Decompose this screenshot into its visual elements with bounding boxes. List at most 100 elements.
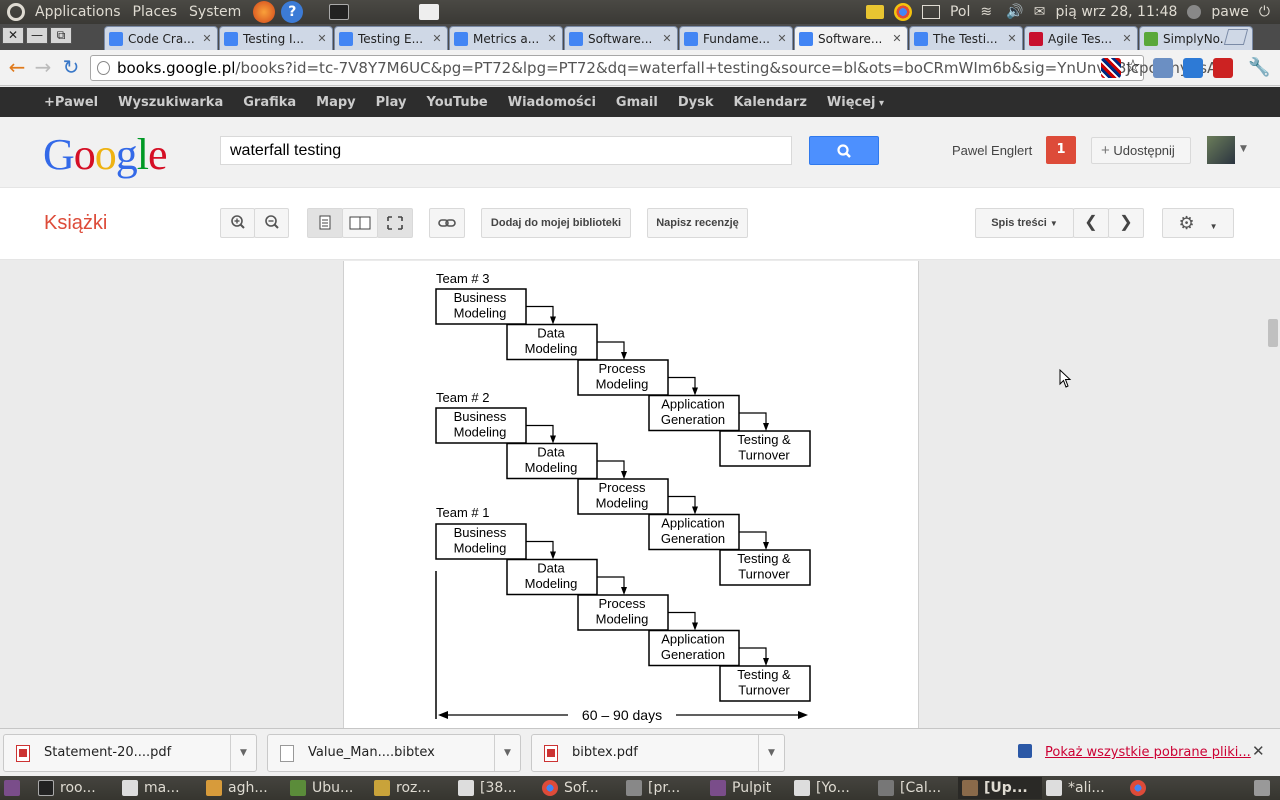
taskbar-item[interactable]: [38... — [454, 777, 538, 799]
extension-x-icon[interactable] — [1183, 58, 1203, 78]
tab-close-icon[interactable]: ✕ — [1122, 32, 1132, 45]
browser-tab[interactable]: Testing I...✕ — [219, 26, 333, 50]
tab-close-icon[interactable]: ✕ — [1007, 32, 1017, 45]
wrench-icon[interactable]: 🔧 — [1248, 57, 1271, 78]
volume-icon[interactable]: 🔊 — [1006, 4, 1024, 20]
extension-book-icon[interactable] — [1213, 58, 1233, 78]
fullscreen-button[interactable] — [377, 208, 413, 238]
search-button[interactable] — [809, 136, 879, 165]
google-logo[interactable]: Google — [43, 129, 168, 180]
taskbar-item[interactable]: Sof... — [538, 777, 622, 799]
zoom-in-button[interactable] — [220, 208, 255, 238]
folder-tray-icon[interactable] — [865, 5, 884, 19]
account-name[interactable]: Pawel Englert — [952, 143, 1033, 158]
taskbar-item[interactable]: roo... — [34, 777, 118, 799]
taskbar-item[interactable]: [Cal... — [874, 777, 958, 799]
next-page-button[interactable]: ❯ — [1108, 208, 1144, 238]
window-close-button[interactable]: ✕ — [2, 27, 24, 44]
tab-close-icon[interactable]: ✕ — [662, 32, 672, 45]
window-minimize-button[interactable]: — — [26, 27, 48, 44]
taskbar-item[interactable]: roz... — [370, 777, 454, 799]
share-button[interactable]: + Udostępnij — [1091, 137, 1191, 164]
download-item[interactable]: Value_Man....bibtex ▼ — [267, 734, 521, 772]
table-of-contents-button[interactable]: Spis treści ▼ — [975, 208, 1074, 238]
gbar-link-gmail[interactable]: Gmail — [615, 94, 658, 110]
gbar-link-maps[interactable]: Mapy — [316, 94, 356, 110]
link-button[interactable] — [429, 208, 465, 238]
books-title[interactable]: Książki — [44, 212, 108, 234]
gbar-link-news[interactable]: Wiadomości — [507, 94, 596, 110]
chevron-down-icon[interactable]: ▼ — [494, 735, 520, 771]
gbar-link-search[interactable]: Wyszukiwarka — [118, 94, 224, 110]
extension-badge-icon[interactable] — [1153, 58, 1173, 78]
help-icon[interactable]: ? — [281, 1, 304, 23]
taskbar-item[interactable] — [1126, 777, 1160, 799]
gbar-link-play[interactable]: Play — [375, 94, 407, 110]
taskbar-item[interactable]: [Up... — [958, 777, 1042, 799]
browser-tab[interactable]: Software...✕ — [564, 26, 678, 50]
keyboard-icon[interactable] — [921, 5, 940, 19]
chrome-tray-icon[interactable] — [893, 3, 912, 21]
add-to-library-button[interactable]: Dodaj do mojej biblioteki — [481, 208, 631, 238]
gbar-link-drive[interactable]: Dysk — [677, 94, 714, 110]
clock[interactable]: pią wrz 28, 11:48 — [1055, 4, 1178, 20]
chevron-down-icon[interactable]: ▼ — [758, 735, 784, 771]
taskbar-item[interactable]: agh... — [202, 777, 286, 799]
menu-places[interactable]: Places — [132, 4, 178, 20]
previous-page-button[interactable]: ❮ — [1073, 208, 1109, 238]
menu-system[interactable]: System — [189, 4, 242, 20]
two-page-view-button[interactable] — [342, 208, 378, 238]
menu-applications[interactable]: Applications — [35, 4, 121, 20]
taskbar-item[interactable]: Ubu... — [286, 777, 370, 799]
browser-tab[interactable]: Software...✕ — [794, 26, 908, 50]
chevron-down-icon[interactable]: ▼ — [230, 735, 256, 771]
forward-icon[interactable]: → — [34, 55, 52, 79]
chevron-down-icon[interactable]: ▼ — [1240, 144, 1247, 154]
search-input[interactable] — [220, 136, 792, 165]
wifi-icon[interactable]: ≋ — [980, 4, 993, 20]
power-icon[interactable]: ⏻ — [1258, 4, 1270, 20]
scrollbar[interactable] — [1266, 261, 1280, 728]
back-icon[interactable]: ← — [8, 55, 26, 79]
tab-close-icon[interactable]: ✕ — [547, 32, 557, 45]
single-page-view-button[interactable] — [307, 208, 343, 238]
gbar-link-plus[interactable]: +Pawel — [44, 94, 99, 110]
taskbar-item[interactable]: [Yo... — [790, 777, 874, 799]
taskbar-item[interactable]: *ali... — [1042, 777, 1126, 799]
mail-icon[interactable]: ✉ — [1033, 4, 1046, 20]
gbar-link-more[interactable]: Więcej — [817, 95, 894, 110]
browser-tab[interactable]: Fundame...✕ — [679, 26, 793, 50]
ubuntu-logo-icon[interactable] — [7, 3, 25, 21]
tab-close-icon[interactable]: ✕ — [432, 32, 442, 45]
browser-tab[interactable]: Testing E...✕ — [334, 26, 448, 50]
new-tab-button[interactable] — [1223, 29, 1249, 45]
browser-tab[interactable]: Agile Tes...✕ — [1024, 26, 1138, 50]
taskbar-item[interactable]: Pulpit — [706, 777, 790, 799]
browser-tab[interactable]: Metrics a...✕ — [449, 26, 563, 50]
gbar-link-images[interactable]: Grafika — [243, 94, 297, 110]
download-item[interactable]: Statement-20....pdf ▼ — [3, 734, 257, 772]
terminal-icon[interactable] — [329, 4, 350, 20]
show-all-downloads-link[interactable]: Pokaż wszystkie pobrane pliki... — [1045, 745, 1251, 760]
address-bar[interactable]: books.google.pl/books?id=tc-7V8Y7M6UC&pg… — [90, 55, 1226, 81]
download-item[interactable]: bibtex.pdf ▼ — [531, 734, 785, 772]
scrollbar-thumb[interactable] — [1268, 319, 1278, 347]
notifications-badge[interactable]: 1 — [1046, 136, 1076, 164]
trash-icon[interactable] — [1250, 777, 1280, 799]
tab-close-icon[interactable]: ✕ — [317, 32, 327, 45]
keyboard-layout[interactable]: Pol — [949, 4, 971, 20]
gbar-link-youtube[interactable]: YouTube — [426, 94, 488, 110]
user-name[interactable]: pawe — [1211, 4, 1249, 20]
window-restore-button[interactable]: ⧉ — [50, 27, 72, 44]
reload-icon[interactable]: ↻ — [62, 55, 80, 79]
tab-close-icon[interactable]: ✕ — [777, 32, 787, 45]
avatar[interactable] — [1207, 136, 1235, 164]
show-desktop-icon[interactable] — [0, 777, 34, 799]
gbar-link-calendar[interactable]: Kalendarz — [733, 94, 807, 110]
write-review-button[interactable]: Napisz recenzję — [647, 208, 748, 238]
tab-close-icon[interactable]: ✕ — [202, 32, 212, 45]
tab-close-icon[interactable]: ✕ — [892, 32, 902, 45]
browser-tab[interactable]: The Testi...✕ — [909, 26, 1023, 50]
firefox-icon[interactable] — [253, 1, 276, 23]
